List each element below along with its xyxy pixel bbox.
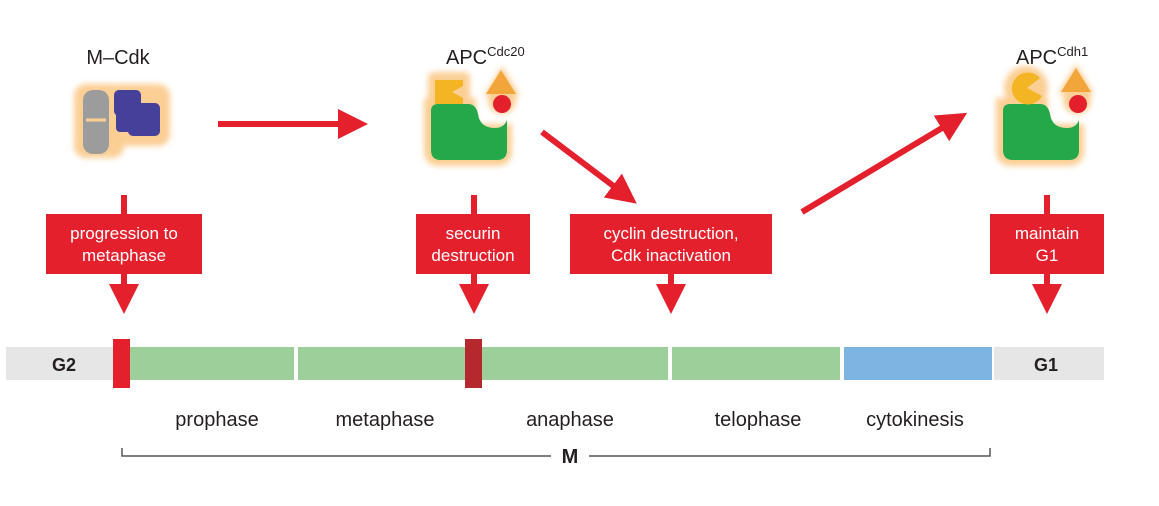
phase-label-anaphase: anaphase: [526, 409, 614, 431]
mcdk-complex: M–Cdk: [74, 47, 170, 158]
event-cyclin-line2: Cdk inactivation: [611, 246, 731, 265]
cdk-subunit: [83, 90, 109, 154]
apc-core: [1003, 104, 1079, 160]
apc-cdc20-complex: APCCdc20: [424, 44, 525, 166]
metaphase-segment: [298, 347, 466, 380]
event-progression-line2: metaphase: [82, 246, 166, 265]
apc-core: [431, 104, 507, 160]
activation-arrow-3: [800, 112, 968, 215]
event-cyclin-line1: cyclin destruction,: [603, 224, 738, 243]
event-securin-line1: securin: [446, 224, 501, 243]
checkpoint-marker-prophase: [113, 339, 130, 388]
cytokinesis-segment: [844, 347, 992, 380]
mcdk-label: M–Cdk: [86, 47, 150, 69]
apc-cdc20-base: APC: [446, 47, 487, 69]
cell-cycle-bar: G2 G1: [6, 339, 1104, 388]
cdh1-adaptor: [1011, 72, 1042, 105]
g2-label: G2: [52, 355, 76, 375]
apc-subunit-dot: [1069, 95, 1087, 113]
anaphase-segment: [482, 347, 668, 380]
event-securin: securin destruction: [416, 214, 530, 274]
mcdk-icon: [74, 84, 170, 158]
g1-segment: [994, 347, 1104, 380]
apc-subunit-triangle: [1061, 68, 1091, 92]
g2-segment: [6, 347, 114, 380]
apc-cdh1-label: APCCdh1: [1016, 44, 1088, 69]
telophase-segment: [672, 347, 840, 380]
apc-cdh1-complex: APCCdh1: [996, 44, 1094, 166]
activation-arrow-2: [540, 129, 637, 204]
m-phase-bracket: [121, 448, 991, 457]
event-maintain-line2: G1: [1036, 246, 1059, 265]
checkpoint-marker-anaphase: [465, 339, 482, 388]
event-progression: progression to metaphase: [46, 214, 202, 274]
phase-label-metaphase: metaphase: [336, 409, 435, 431]
apc-cdh1-icon: [996, 64, 1094, 166]
phase-label-prophase: prophase: [175, 409, 258, 431]
apc-cdh1-sup: Cdh1: [1057, 44, 1088, 59]
apc-subunit-triangle: [486, 70, 516, 94]
apc-cdh1-base: APC: [1016, 47, 1057, 69]
cyclin-subunit: [114, 90, 160, 136]
event-progression-line1: progression to: [70, 224, 178, 243]
cdc20-adaptor: [435, 80, 463, 104]
apc-cdc20-sup: Cdc20: [487, 44, 525, 59]
apc-cdc20-icon: [424, 66, 520, 166]
apc-subunit-dot: [493, 95, 511, 113]
event-securin-line2: destruction: [431, 246, 514, 265]
prophase-segment: [130, 347, 294, 380]
event-cyclin: cyclin destruction, Cdk inactivation: [570, 214, 772, 274]
g1-label: G1: [1034, 355, 1058, 375]
m-phase-label: M: [562, 446, 579, 468]
phase-label-cytokinesis: cytokinesis: [866, 409, 964, 431]
event-maintain: maintain G1: [990, 214, 1104, 274]
event-maintain-line1: maintain: [1015, 224, 1079, 243]
phase-label-telophase: telophase: [715, 409, 802, 431]
apc-cdc20-label: APCCdc20: [446, 44, 525, 69]
